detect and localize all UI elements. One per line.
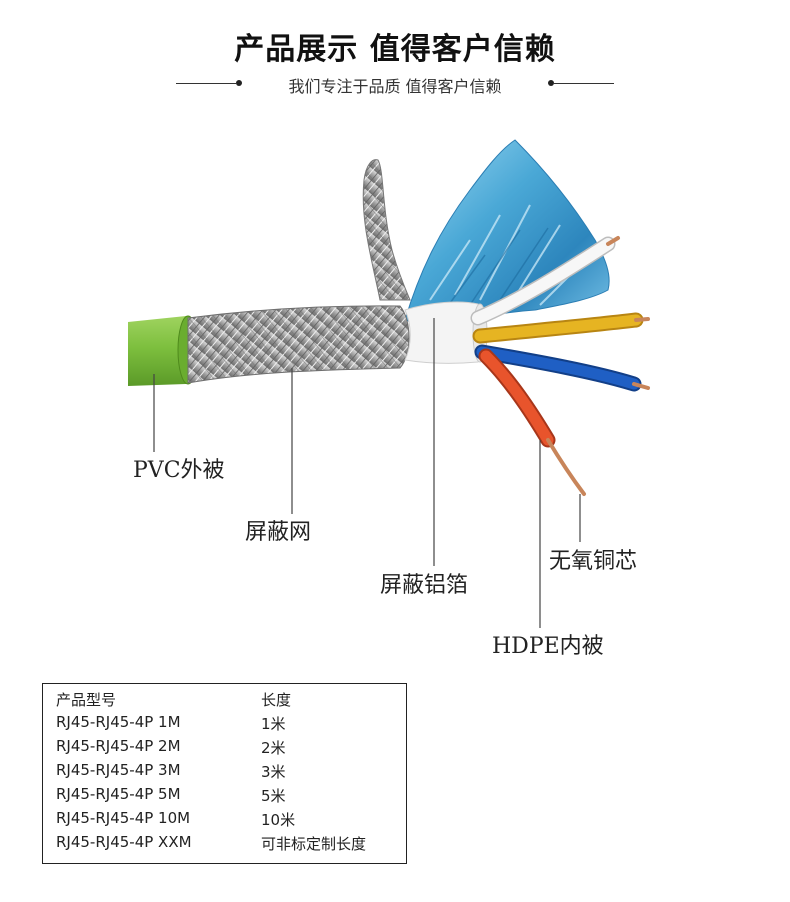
- spec-model-cell: RJ45-RJ45-4P 3M: [56, 761, 181, 779]
- spec-length-cell: 2米: [261, 739, 286, 757]
- table-row: RJ45-RJ45-4P 10M 10米: [43, 809, 406, 833]
- callout-shield-foil: 屏蔽铝箔: [380, 573, 469, 598]
- table-row: RJ45-RJ45-4P XXM 可非标定制长度: [43, 833, 406, 857]
- subtitle-right-line: [554, 83, 614, 84]
- wire-blue: [474, 344, 650, 392]
- spec-length-cell: 5米: [261, 787, 286, 805]
- table-row: RJ45-RJ45-4P 1M 1米: [43, 713, 406, 737]
- braid-pigtail: [362, 159, 411, 301]
- wire-yellow: [472, 312, 650, 344]
- table-row: RJ45-RJ45-4P 5M 5米: [43, 785, 406, 809]
- spec-length-cell: 10米: [261, 811, 296, 829]
- wire-orange: [478, 348, 586, 496]
- wire-white: [470, 236, 620, 326]
- spec-model-cell: RJ45-RJ45-4P 2M: [56, 737, 181, 755]
- spec-length-cell: 3米: [261, 763, 286, 781]
- spec-model-cell: RJ45-RJ45-4P XXM: [56, 833, 192, 851]
- subtitle-left-dot: [236, 80, 242, 86]
- callout-shield-mesh: 屏蔽网: [245, 520, 312, 545]
- page-title: 产品展示 值得客户信赖: [234, 32, 556, 67]
- spec-header-model: 产品型号: [56, 691, 117, 709]
- spec-header-length: 长度: [261, 691, 292, 709]
- table-row: RJ45-RJ45-4P 3M 3米: [43, 761, 406, 785]
- subtitle-row: 我们专注于品质 值得客户信赖: [0, 70, 790, 100]
- cable-cross-section-illustration: [128, 139, 650, 628]
- spec-model-cell: RJ45-RJ45-4P 1M: [56, 713, 181, 731]
- shield-braid-body: [187, 305, 410, 384]
- table-row: RJ45-RJ45-4P 2M 2米: [43, 737, 406, 761]
- spec-model-cell: RJ45-RJ45-4P 10M: [56, 809, 191, 827]
- callout-leaders: [153, 318, 581, 628]
- page-subtitle: 我们专注于品质 值得客户信赖: [288, 77, 502, 96]
- spec-model-cell: RJ45-RJ45-4P 5M: [56, 785, 181, 803]
- spec-length-cell: 可非标定制长度: [261, 835, 367, 853]
- spec-table: 产品型号 长度 RJ45-RJ45-4P 1M 1米 RJ45-RJ45-4P …: [42, 683, 407, 864]
- callout-copper-core: 无氧铜芯: [549, 549, 638, 574]
- spec-table-header: 产品型号 长度: [43, 689, 406, 713]
- subtitle-left-line: [176, 83, 236, 84]
- callout-pvc-jacket: PVC外被: [133, 458, 225, 483]
- callout-hdpe-inner: HDPE内被: [492, 634, 604, 659]
- subtitle-right-dot: [548, 80, 554, 86]
- spec-length-cell: 1米: [261, 715, 286, 733]
